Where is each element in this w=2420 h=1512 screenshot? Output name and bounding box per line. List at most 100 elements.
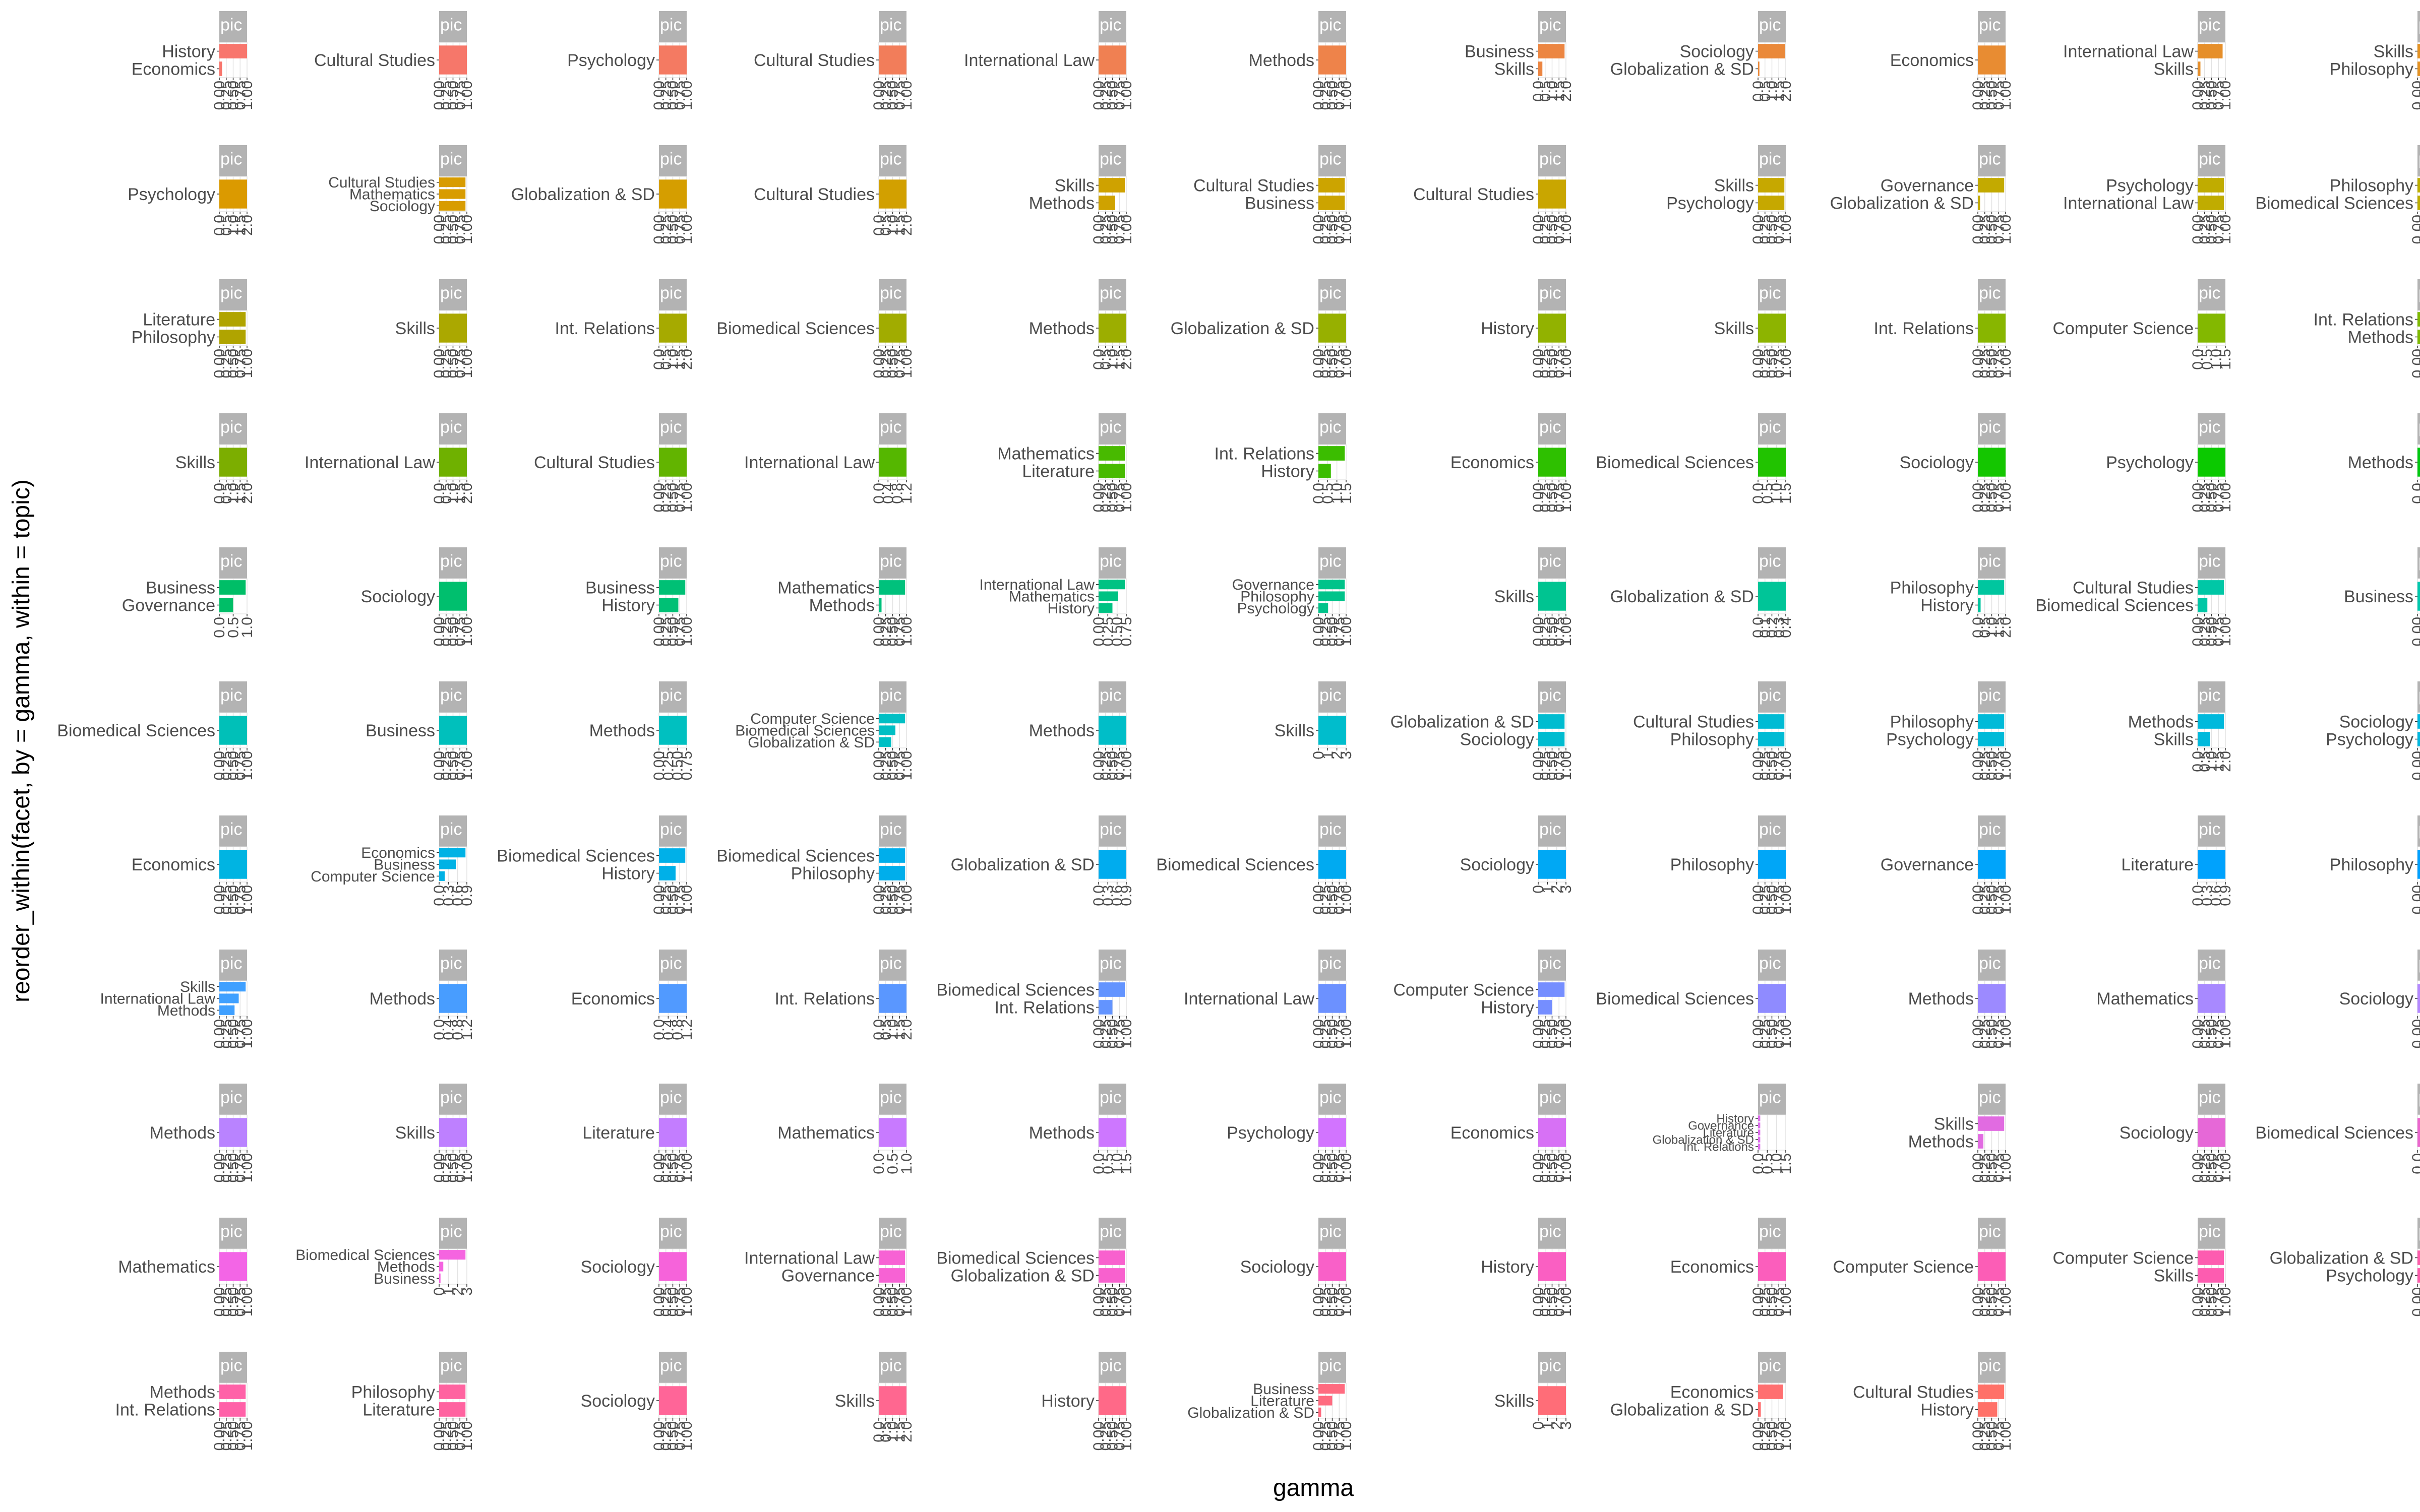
x-tick-label: 0.25 — [1537, 215, 1554, 244]
bar-label: Skills — [1714, 319, 1754, 338]
x-tick-label: 1.0 — [1984, 617, 2001, 638]
bar — [1758, 1252, 1786, 1281]
x-tick-label: 1.00 — [1118, 215, 1135, 244]
x-tick-label: 1.2 — [679, 1019, 695, 1040]
x-tick-label: 0.5 — [885, 1153, 901, 1174]
x-tick-label: 0.75 — [891, 349, 908, 378]
x-tick-label: 0.50 — [1544, 751, 1561, 780]
bar-label: Biomedical Sciences — [295, 1247, 435, 1264]
bar-label: Globalization & SD — [1610, 1400, 1754, 1419]
x-tick-label: 0.25 — [1757, 349, 1774, 378]
x-tick-label: 0.25 — [1757, 1421, 1774, 1451]
facet-strip-label: pic — [1100, 685, 1121, 705]
x-tick-label: 0.50 — [1324, 1421, 1341, 1451]
facet-strip — [879, 11, 906, 42]
x-tick-label: 0.00 — [2409, 885, 2420, 914]
bar — [1099, 196, 1115, 210]
x-tick-label: 0.00 — [1750, 885, 1767, 914]
x-tick-label: 0.50 — [885, 885, 901, 914]
facet-strip — [879, 1352, 906, 1383]
bar — [2198, 178, 2224, 193]
facet-strip-label: pic — [660, 149, 682, 168]
bar — [1099, 591, 1118, 601]
facet-strip — [1538, 11, 1566, 42]
bar-label: History — [1481, 1257, 1534, 1277]
bar — [219, 179, 247, 209]
x-tick-label: 1.00 — [1558, 215, 1575, 244]
facet-strip-label: pic — [220, 1356, 242, 1375]
x-tick-label: 1.0 — [885, 215, 901, 236]
facet-strip-label: pic — [1979, 954, 2001, 973]
facet-strip — [1978, 950, 2006, 981]
bar-label: Cultural Studies — [754, 51, 875, 70]
bar-label: Philosophy — [1890, 578, 1974, 597]
x-tick-label: 0.50 — [1544, 1019, 1561, 1048]
facet-strip — [1318, 1218, 1346, 1249]
bar-label: Economics — [132, 855, 215, 874]
bar — [1318, 1252, 1346, 1281]
x-tick-label: 0.75 — [232, 1019, 249, 1048]
bar — [879, 179, 906, 209]
facet-strip-label: pic — [660, 1356, 682, 1375]
x-tick-label: 2.0 — [898, 215, 915, 236]
bar-label: Philosophy — [1890, 712, 1974, 731]
facet-strip-label: pic — [660, 417, 682, 436]
facet-strip-label: pic — [1979, 417, 2001, 436]
x-tick-label: 1.5 — [1338, 483, 1355, 504]
x-tick-label: 0.00 — [211, 1153, 228, 1182]
bar-label: History — [1920, 596, 1974, 615]
facet-strip-label: pic — [2418, 15, 2420, 34]
x-tick-label: 0.25 — [1757, 215, 1774, 244]
x-tick-label: 1.00 — [239, 1421, 256, 1451]
facet-strip-label: pic — [1319, 551, 1341, 571]
x-tick-label: 0.50 — [1984, 1421, 2001, 1451]
bar — [2198, 313, 2225, 343]
facet-strip-label: pic — [880, 1088, 901, 1107]
x-tick-label: 0.25 — [878, 81, 894, 110]
x-tick-label: 1.00 — [239, 1287, 256, 1316]
x-tick-label: 1.0 — [1109, 1153, 1126, 1174]
bar — [1318, 1396, 1333, 1406]
x-tick-label: 3 — [1558, 1421, 1575, 1430]
bar-label: Int. Relations — [995, 998, 1095, 1017]
x-tick-label: 1.00 — [1338, 1153, 1355, 1182]
x-tick-label: 0.00 — [1530, 1153, 1547, 1182]
facet-strip — [879, 815, 906, 847]
bar — [219, 982, 246, 992]
x-tick-label: 0.50 — [1984, 349, 2001, 378]
x-tick-label: 0.00 — [2409, 349, 2420, 378]
bar — [2198, 598, 2208, 612]
x-tick-label: 0.50 — [1764, 751, 1781, 780]
x-tick-label: 1.0 — [239, 617, 256, 638]
facet-strip-label: pic — [2418, 954, 2420, 973]
x-tick-label: 0.00 — [1970, 885, 1986, 914]
facet-strip — [439, 279, 467, 310]
x-tick-label: 0.75 — [672, 483, 688, 512]
x-tick-label: 0.50 — [445, 617, 462, 646]
x-tick-label: 0.50 — [885, 1287, 901, 1316]
x-tick-label: 0.0 — [1091, 885, 1107, 906]
bar — [1978, 598, 1981, 612]
x-tick-label: 0.25 — [1537, 483, 1554, 512]
x-tick-label: 0.25 — [1977, 1153, 1993, 1182]
bar — [1318, 313, 1346, 343]
facet-strip-label: pic — [440, 1356, 462, 1375]
facet-strip — [879, 547, 906, 579]
x-tick-label: 0.00 — [2409, 81, 2420, 110]
x-tick-label: 1.0 — [898, 1153, 915, 1174]
facet-strip-label: pic — [880, 1222, 901, 1241]
bar — [2417, 850, 2420, 879]
bar — [219, 1402, 246, 1417]
bar — [879, 448, 906, 477]
